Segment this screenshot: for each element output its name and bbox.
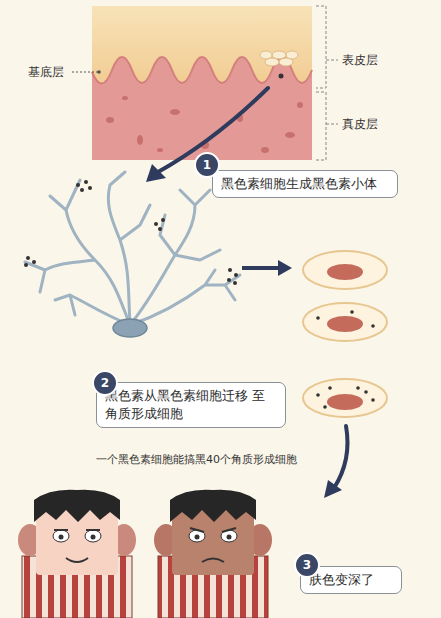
- callout-digit: 1: [196, 154, 218, 176]
- melanosomes: [24, 180, 238, 285]
- layer-label: 表皮层: [342, 52, 378, 69]
- skin-section: [72, 6, 338, 160]
- callout-digit: 2: [94, 372, 116, 394]
- step-box: 黑色素细胞生成黑色素小体: [212, 170, 398, 198]
- note-text: 一个黑色素细胞能搞黑40个角质形成细胞: [96, 452, 297, 467]
- step-text: 肤色变深了: [309, 571, 393, 589]
- callout-number: 1: [194, 152, 220, 178]
- result-arrow: [324, 426, 348, 498]
- step-box: 黑色素从黑色素细胞迁移 至角质形成细胞: [96, 382, 286, 428]
- flow-arrow: [146, 88, 268, 182]
- transfer-arrow: [242, 260, 292, 276]
- step-text: 黑色素细胞生成黑色素小体: [221, 175, 389, 193]
- step-text: 黑色素从黑色素细胞迁移 至角质形成细胞: [105, 387, 277, 423]
- callout-number: 2: [92, 370, 118, 396]
- keratinocytes: [303, 251, 387, 417]
- layer-label: 真皮层: [342, 116, 378, 133]
- dark-skin-person: [154, 490, 272, 618]
- callout-digit: 3: [296, 554, 318, 576]
- melanocyte: [25, 172, 240, 337]
- callout-number: 3: [294, 552, 320, 578]
- light-skin-person: [18, 490, 136, 618]
- layer-label: 基底层: [28, 64, 64, 81]
